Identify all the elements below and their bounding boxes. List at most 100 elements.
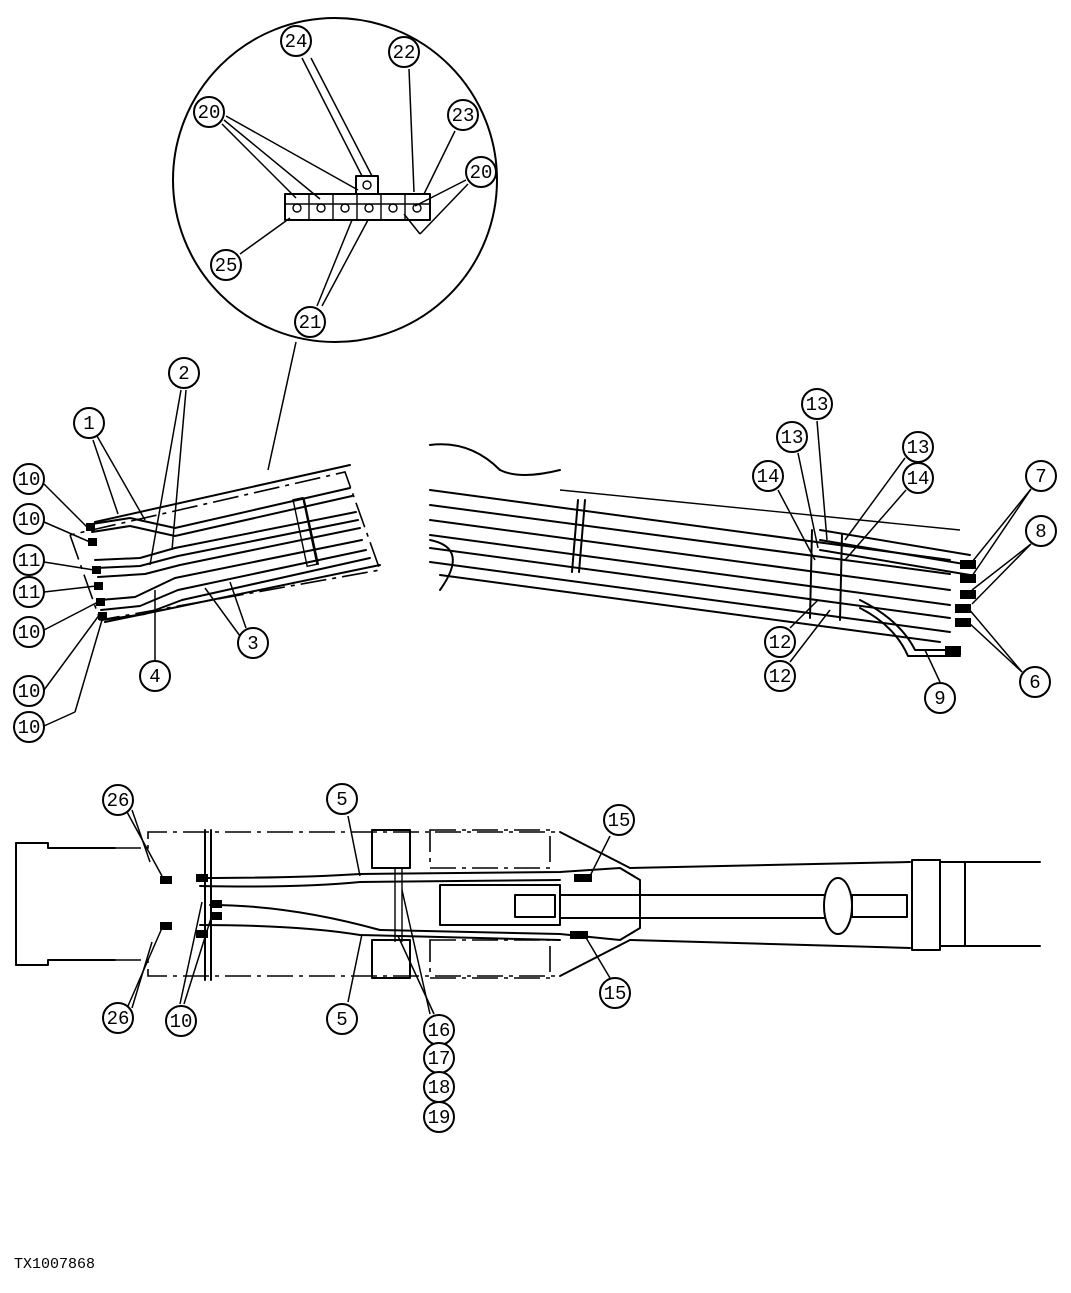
callout-label: 16 xyxy=(428,1020,451,1042)
callout-circle xyxy=(388,36,420,68)
callout-label: 23 xyxy=(452,105,475,127)
callout-5: 5 xyxy=(326,783,358,815)
callout-7: 7 xyxy=(1025,460,1057,492)
callout-circle xyxy=(752,460,784,492)
callout-label: 24 xyxy=(285,31,308,53)
callout-circle xyxy=(13,616,45,648)
callout-13: 13 xyxy=(776,421,808,453)
callout-label: 1 xyxy=(83,413,94,435)
callout-17: 17 xyxy=(423,1042,455,1074)
callout-label: 10 xyxy=(170,1011,193,1033)
callout-14: 14 xyxy=(752,460,784,492)
callout-4: 4 xyxy=(139,660,171,692)
callout-label: 15 xyxy=(604,983,627,1005)
callout-10: 10 xyxy=(13,616,45,648)
callout-circle xyxy=(764,626,796,658)
callout-label: 18 xyxy=(428,1077,451,1099)
callout-label: 26 xyxy=(107,1008,130,1030)
callout-22: 22 xyxy=(388,36,420,68)
callout-9: 9 xyxy=(924,682,956,714)
callout-10: 10 xyxy=(165,1005,197,1037)
callout-14: 14 xyxy=(902,462,934,494)
callout-label: 14 xyxy=(907,468,930,490)
callout-circle xyxy=(13,503,45,535)
callout-15: 15 xyxy=(599,977,631,1009)
callout-circle xyxy=(102,784,134,816)
callout-circle xyxy=(1025,515,1057,547)
callout-label: 13 xyxy=(907,437,930,459)
callout-19: 19 xyxy=(423,1101,455,1133)
callout-circle xyxy=(139,660,171,692)
callout-circle xyxy=(423,1101,455,1133)
callout-26: 26 xyxy=(102,1002,134,1034)
callout-label: 9 xyxy=(934,688,945,710)
callout-label: 21 xyxy=(299,312,322,334)
callout-2: 2 xyxy=(168,357,200,389)
callout-label: 15 xyxy=(608,810,631,832)
callout-label: 12 xyxy=(769,666,792,688)
callout-label: 11 xyxy=(18,582,41,604)
callout-13: 13 xyxy=(902,431,934,463)
callout-10: 10 xyxy=(13,711,45,743)
callout-circle xyxy=(764,660,796,692)
right-boom-view xyxy=(429,420,1032,683)
callout-24: 24 xyxy=(280,25,312,57)
callout-circle xyxy=(13,544,45,576)
callout-label: 3 xyxy=(247,633,258,655)
callout-1: 1 xyxy=(73,407,105,439)
callout-circle xyxy=(326,1003,358,1035)
callout-circle xyxy=(168,357,200,389)
callout-label: 2 xyxy=(178,363,189,385)
callout-18: 18 xyxy=(423,1071,455,1103)
callout-circle xyxy=(902,462,934,494)
callout-12: 12 xyxy=(764,626,796,658)
callout-label: 22 xyxy=(393,42,416,64)
callout-circle xyxy=(326,783,358,815)
callout-label: 14 xyxy=(757,466,780,488)
callout-label: 10 xyxy=(18,509,41,531)
callout-label: 12 xyxy=(769,632,792,654)
callout-circle xyxy=(447,99,479,131)
callout-5: 5 xyxy=(326,1003,358,1035)
callout-label: 13 xyxy=(781,427,804,449)
callout-circle xyxy=(776,421,808,453)
callout-circle xyxy=(13,711,45,743)
callout-8: 8 xyxy=(1025,515,1057,547)
callout-label: 4 xyxy=(149,666,160,688)
callout-20: 20 xyxy=(465,156,497,188)
left-boom-view xyxy=(43,389,382,727)
callout-23: 23 xyxy=(447,99,479,131)
callout-circle xyxy=(1025,460,1057,492)
callout-circle xyxy=(193,96,225,128)
callout-label: 20 xyxy=(198,102,221,124)
detail-view-clamp-assembly xyxy=(172,17,498,471)
callout-circle xyxy=(13,576,45,608)
callout-10: 10 xyxy=(13,675,45,707)
callout-label: 26 xyxy=(107,790,130,812)
callout-circle xyxy=(599,977,631,1009)
callout-10: 10 xyxy=(13,463,45,495)
callout-13: 13 xyxy=(801,388,833,420)
callout-circle xyxy=(280,25,312,57)
callout-label: 10 xyxy=(18,622,41,644)
callout-circle xyxy=(237,627,269,659)
callout-label: 19 xyxy=(428,1107,451,1129)
callout-26: 26 xyxy=(102,784,134,816)
callout-label: 6 xyxy=(1029,672,1040,694)
callout-12: 12 xyxy=(764,660,796,692)
callout-circle xyxy=(603,804,635,836)
callout-11: 11 xyxy=(13,576,45,608)
callout-label: 17 xyxy=(428,1048,451,1070)
callout-label: 5 xyxy=(336,1009,347,1031)
callout-label: 5 xyxy=(336,789,347,811)
callout-label: 10 xyxy=(18,717,41,739)
callout-15: 15 xyxy=(603,804,635,836)
callout-circle xyxy=(13,463,45,495)
callout-circle xyxy=(1019,666,1051,698)
callout-circle xyxy=(465,156,497,188)
callout-circle xyxy=(165,1005,197,1037)
callout-circle xyxy=(294,306,326,338)
callout-3: 3 xyxy=(237,627,269,659)
